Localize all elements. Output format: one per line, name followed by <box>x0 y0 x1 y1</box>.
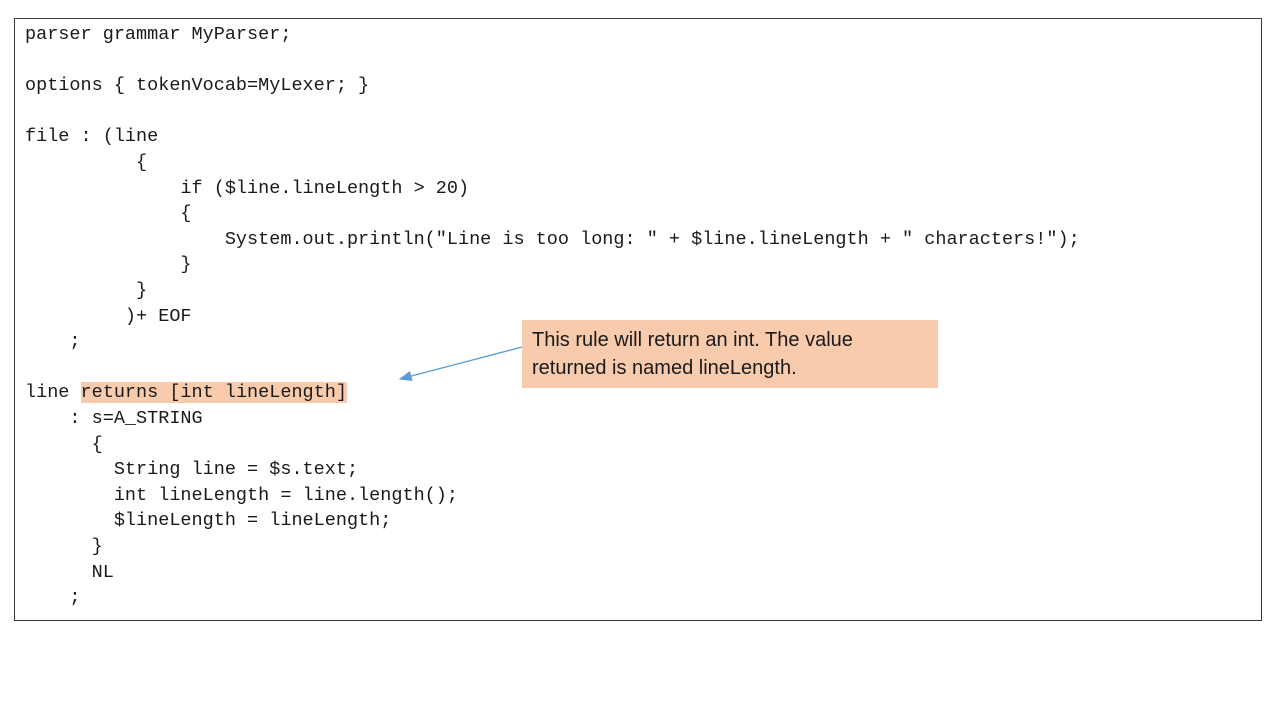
code-line-12: )+ EOF <box>25 305 192 327</box>
code-listing: parser grammar MyParser; options { token… <box>14 18 1262 621</box>
code-line-15: line returns [int lineLength] <box>25 381 347 405</box>
callout-box: This rule will return an int. The value … <box>522 320 938 388</box>
code-line-22: NL <box>25 561 114 583</box>
callout-text-line-2: returned is named lineLength. <box>532 357 797 379</box>
returns-clause-highlight: returns [int lineLength] <box>80 382 347 404</box>
code-line-19: int lineLength = line.length(); <box>25 484 458 506</box>
code-line-16: : s=A_STRING <box>25 408 203 429</box>
code-line-1: parser grammar MyParser; <box>25 24 292 45</box>
code-line-9: System.out.println("Line is too long: " … <box>25 228 1080 250</box>
code-line-8: { <box>25 203 192 225</box>
code-line-20: $lineLength = lineLength; <box>25 510 392 532</box>
callout-text-line-1: This rule will return an int. The value <box>532 329 853 351</box>
code-line-3: options { tokenVocab=MyLexer; } <box>25 75 370 97</box>
code-line-13: ; <box>25 331 81 353</box>
code-line-18: String line = $s.text; <box>25 459 359 481</box>
code-line-17: { <box>25 433 103 455</box>
code-line-23: ; <box>25 587 81 609</box>
code-line-5: file : (line <box>25 126 159 148</box>
code-line-6: { <box>25 152 148 173</box>
code-line-7: if ($line.lineLength > 20) <box>25 177 470 199</box>
rule-name: line <box>25 382 81 404</box>
code-line-11: } <box>25 280 148 301</box>
code-line-21: } <box>25 536 103 557</box>
code-line-10: } <box>25 254 192 276</box>
